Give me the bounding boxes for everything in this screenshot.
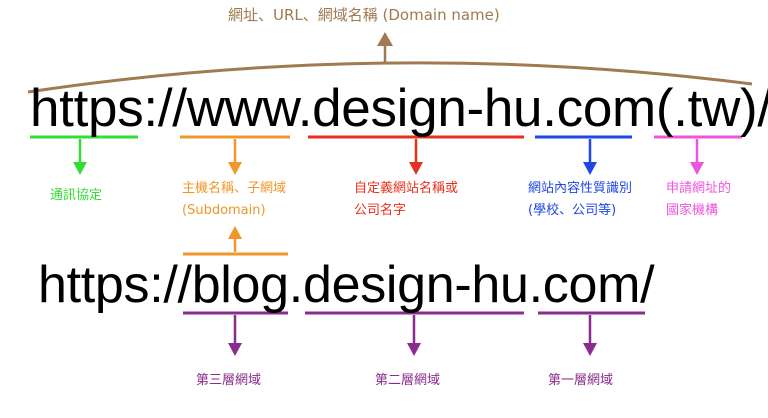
url-protocol: https:// <box>30 79 187 138</box>
sub-url-level2: design-hu. <box>302 256 543 314</box>
diagram-title: 網址、URL、網域名稱 (Domain name) <box>228 6 500 24</box>
sub-url-level1: com/ <box>542 256 655 314</box>
sitename-label-line2: 公司名字 <box>354 203 407 218</box>
country-label: 申請網址的 國家機構 <box>666 178 731 222</box>
url-slash: / <box>757 79 768 138</box>
country-arrow-head <box>690 162 704 175</box>
subdomain-url: https://blog.design-hu.com/ <box>38 256 655 314</box>
level2-label: 第二層網域 <box>375 373 441 388</box>
url-host: www. <box>186 79 313 138</box>
sub-url-protocol: https:// <box>38 256 192 314</box>
url-country: (.tw) <box>655 79 758 138</box>
host-label: 主機名稱、子網域 (Subdomain) <box>182 178 286 222</box>
type-label-line1: 網站內容性質識別 <box>528 181 633 196</box>
level1-arrow-head <box>583 343 597 356</box>
country-label-line2: 國家機構 <box>666 203 719 218</box>
full-url: https://www.design-hu.com(.tw)/ <box>30 82 768 135</box>
url-type: com <box>556 79 657 138</box>
level3-arrow-head <box>228 343 242 356</box>
custom-arrow-head <box>409 162 423 175</box>
level3-label: 第三層網域 <box>196 373 262 388</box>
type-label-line2: (學校、公司等) <box>528 203 617 218</box>
sitename-label-line1: 自定義網站名稱或 <box>354 181 459 196</box>
sitename-label: 自定義網站名稱或 公司名字 <box>354 178 458 222</box>
domain-arc <box>27 61 753 94</box>
type-arrow-head <box>583 162 597 175</box>
country-label-line1: 申請網址的 <box>666 181 732 196</box>
level2-arrow-head <box>407 343 421 356</box>
level1-label: 第一層網域 <box>548 373 614 388</box>
url-sitename: design-hu. <box>312 79 557 138</box>
host-label-line2: (Subdomain) <box>182 203 266 218</box>
sub-url-level3: blog. <box>191 256 304 314</box>
protocol-label: 通訊協定 <box>50 188 103 203</box>
host-arrow-head <box>228 162 242 175</box>
type-label: 網站內容性質識別 (學校、公司等) <box>528 178 632 222</box>
protocol-arrow-head <box>73 162 87 175</box>
host-label-line1: 主機名稱、子網域 <box>182 181 287 196</box>
subdomain-arrow-head <box>228 226 242 239</box>
title-arrow-head <box>377 32 393 46</box>
